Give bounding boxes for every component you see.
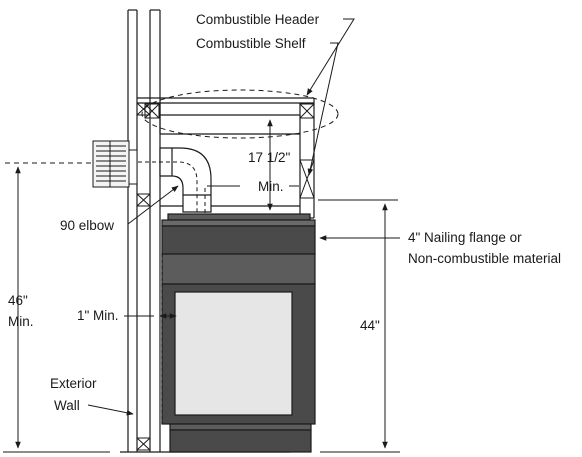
vent-terminal — [92, 140, 138, 188]
exterior-wall-label-1: Exterior — [50, 376, 97, 391]
non-combustible-label: Non-combustible material — [408, 251, 561, 266]
clearance-value-label: 17 1/2" — [248, 150, 291, 165]
height-44-label: 44" — [360, 318, 380, 333]
exterior-wall — [120, 9, 290, 453]
exterior-wall-label-2: Wall — [54, 398, 80, 413]
fireplace-unit — [161, 213, 316, 453]
clearance-min-label: Min. — [258, 179, 284, 194]
vent-pipe-elbow — [159, 147, 212, 213]
height-46-min-label: Min. — [8, 314, 34, 329]
side-clearance-label: 1" Min. — [77, 308, 119, 323]
elbow-label: 90 elbow — [60, 218, 114, 233]
height-46-label: 46" — [8, 293, 28, 308]
nailing-flange-label: 4" Nailing flange or — [408, 230, 522, 245]
dimension-lines — [3, 119, 400, 453]
combustible-shelf-label: Combustible Shelf — [196, 36, 306, 51]
wall-blocking — [136, 102, 151, 451]
header-shelf-highlight — [141, 89, 339, 139]
leader-lines — [87, 18, 400, 416]
combustible-header-label: Combustible Header — [196, 12, 320, 27]
framing-blocking — [144, 103, 315, 199]
